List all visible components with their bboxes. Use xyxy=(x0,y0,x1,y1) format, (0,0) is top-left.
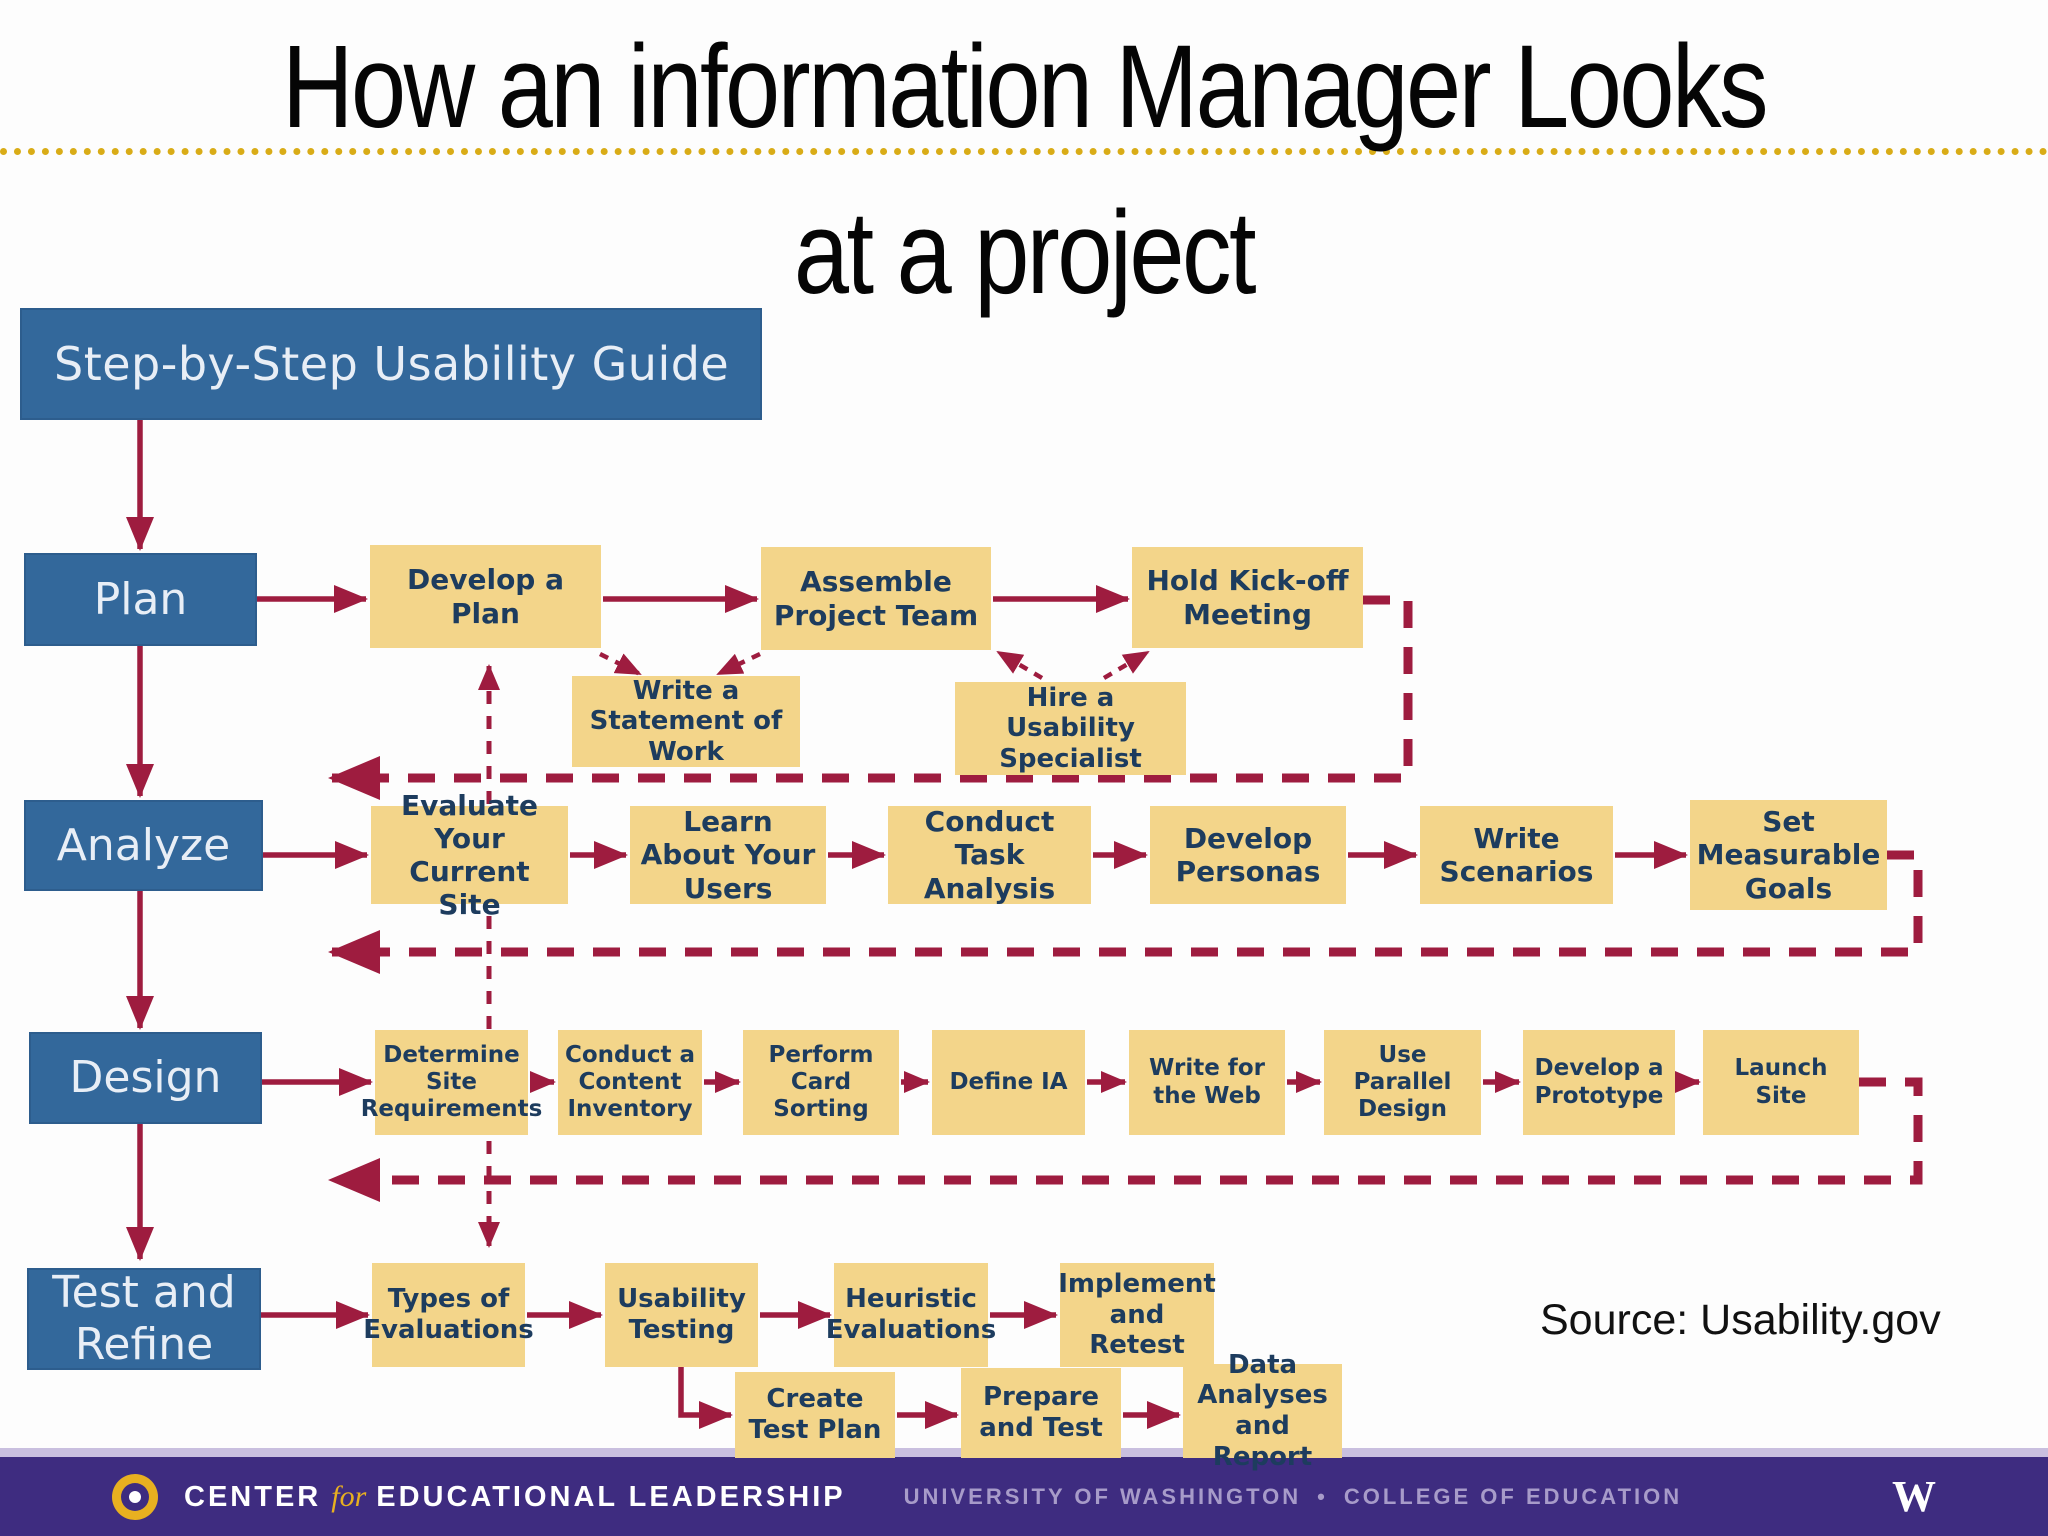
page-title-line2: at a project xyxy=(793,187,1257,319)
phase-analyze: Analyze xyxy=(24,800,263,891)
step-develop-a-prototype: Develop a Prototype xyxy=(1523,1030,1675,1135)
step-determine-site-requirements: Determine Site Requirements xyxy=(361,1030,542,1135)
step-evaluate-current-site: Evaluate Your Current Site xyxy=(371,789,568,921)
step-develop-a-plan: Develop a Plan xyxy=(370,545,601,648)
step-hold-kickoff-meeting: Hold Kick-off Meeting xyxy=(1132,547,1363,648)
phase-design: Design xyxy=(29,1032,262,1124)
footer-org-rest: EDUCATIONAL LEADERSHIP xyxy=(376,1480,846,1513)
dashed-hire-to-kickoff xyxy=(1102,650,1150,680)
step-define-ia: Define IA xyxy=(932,1030,1085,1135)
footer-separator-dot: • xyxy=(1317,1483,1328,1509)
footer-org-for: for xyxy=(331,1479,367,1513)
feedback-plan-loop xyxy=(328,595,1413,800)
step-conduct-content-inventory: Conduct a Content Inventory xyxy=(558,1030,702,1135)
footer-university-line: UNIVERSITY OF WASHINGTON • COLLEGE OF EDUC… xyxy=(904,1484,1683,1510)
step-perform-card-sorting: Perform Card Sorting xyxy=(743,1030,899,1135)
dashed-hire-to-assemble xyxy=(996,650,1044,680)
step-assemble-project-team: Assemble Project Team xyxy=(761,547,991,650)
footer-bar: CENTER for EDUCATIONAL LEADERSHIP UNIVERSI… xyxy=(0,1448,2048,1536)
step-write-scenarios: Write Scenarios xyxy=(1420,806,1613,904)
step-set-measurable-goals: Set Measurable Goals xyxy=(1690,800,1887,910)
feedback-analyze-loop xyxy=(328,850,1923,974)
step-use-parallel-design: Use Parallel Design xyxy=(1324,1030,1481,1135)
step-types-of-evaluations: Types of Evaluations xyxy=(363,1263,534,1367)
step-prepare-and-test: Prepare and Test xyxy=(961,1368,1121,1458)
arrow-usability-to-createplan xyxy=(678,1367,733,1429)
footer-college: COLLEGE OF EDUCATION xyxy=(1343,1483,1683,1509)
footer-university: UNIVERSITY OF WASHINGTON xyxy=(903,1483,1302,1509)
page-title-line1: How an information Manager Looks xyxy=(281,21,1769,153)
phase-test-and-refine: Test and Refine xyxy=(27,1267,261,1370)
branch-dashed-arrows xyxy=(598,650,1150,680)
title-separator xyxy=(0,148,2048,155)
cel-logo-icon xyxy=(112,1473,158,1520)
step-conduct-task-analysis: Conduct Task Analysis xyxy=(888,805,1091,905)
step-learn-about-users: Learn About Your Users xyxy=(630,805,826,905)
cel-logo-dot xyxy=(129,1490,141,1503)
diagram-heading: Step-by-Step Usability Guide xyxy=(20,308,762,420)
source-credit: Source: Usability.gov xyxy=(1540,1296,1941,1344)
step-create-test-plan: Create Test Plan xyxy=(735,1372,895,1458)
step-implement-and-retest: Implement and Retest xyxy=(1058,1263,1216,1367)
step-usability-testing: Usability Testing xyxy=(605,1263,758,1367)
step-heuristic-evaluations: Heuristic Evaluations xyxy=(826,1263,996,1367)
step-launch-site: Launch Site xyxy=(1703,1030,1859,1135)
dashed-to-statement-right xyxy=(716,651,761,677)
step-hire-usability-specialist: Hire a Usability Specialist xyxy=(955,682,1186,775)
step-write-statement-of-work: Write a Statement of Work xyxy=(572,676,800,767)
test-row-arrows xyxy=(261,1301,1181,1429)
dashed-to-statement-left xyxy=(598,651,642,677)
feedback-design-loop xyxy=(328,1077,1923,1202)
step-write-for-the-web: Write for the Web xyxy=(1129,1030,1285,1135)
phase-plan: Plan xyxy=(24,553,257,646)
feedback-loops xyxy=(328,595,1923,1248)
footer-org-name: CENTER for EDUCATIONAL LEADERSHIP xyxy=(184,1480,846,1514)
step-data-analyses-and-report: Data Analyses and Report xyxy=(1183,1350,1342,1472)
step-develop-personas: Develop Personas xyxy=(1150,806,1346,904)
uw-w-logo: W xyxy=(1892,1472,1936,1521)
footer-org-center: CENTER xyxy=(184,1480,322,1513)
